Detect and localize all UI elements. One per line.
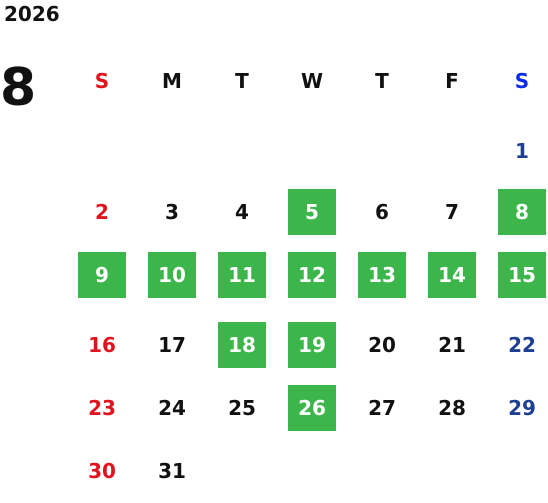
day-cell-15[interactable]: 15 (498, 252, 546, 298)
day-cell-31[interactable]: 31 (158, 459, 186, 483)
day-cell-1[interactable]: 1 (515, 139, 529, 163)
day-cell-16[interactable]: 16 (88, 333, 116, 357)
day-cell-24[interactable]: 24 (158, 396, 186, 420)
weekday-monday: M (162, 69, 182, 93)
day-cell-2[interactable]: 2 (95, 200, 109, 224)
day-cell-29[interactable]: 29 (508, 396, 536, 420)
day-cell-6[interactable]: 6 (375, 200, 389, 224)
day-cell-8[interactable]: 8 (498, 189, 546, 235)
day-cell-18[interactable]: 18 (218, 322, 266, 368)
day-cell-26[interactable]: 26 (288, 385, 336, 431)
day-cell-4[interactable]: 4 (235, 200, 249, 224)
weekday-thursday: T (375, 69, 389, 93)
day-cell-19[interactable]: 19 (288, 322, 336, 368)
weekday-wednesday: W (300, 69, 324, 93)
day-cell-25[interactable]: 25 (228, 396, 256, 420)
day-cell-22[interactable]: 22 (508, 333, 536, 357)
day-cell-3[interactable]: 3 (165, 200, 179, 224)
day-cell-9[interactable]: 9 (78, 252, 126, 298)
day-cell-28[interactable]: 28 (438, 396, 466, 420)
day-cell-11[interactable]: 11 (218, 252, 266, 298)
weekday-saturday: S (514, 69, 530, 93)
day-cell-27[interactable]: 27 (368, 396, 396, 420)
day-cell-14[interactable]: 14 (428, 252, 476, 298)
day-cell-17[interactable]: 17 (158, 333, 186, 357)
weekday-sunday: S (94, 69, 110, 93)
weekday-friday: F (445, 69, 459, 93)
day-cell-21[interactable]: 21 (438, 333, 466, 357)
day-cell-5[interactable]: 5 (288, 189, 336, 235)
day-cell-7[interactable]: 7 (445, 200, 459, 224)
weekday-tuesday: T (235, 69, 249, 93)
calendar-month: 8 (0, 58, 37, 118)
calendar-year: 2026 (4, 2, 60, 26)
day-cell-13[interactable]: 13 (358, 252, 406, 298)
day-cell-30[interactable]: 30 (88, 459, 116, 483)
day-cell-20[interactable]: 20 (368, 333, 396, 357)
day-cell-12[interactable]: 12 (288, 252, 336, 298)
day-cell-23[interactable]: 23 (88, 396, 116, 420)
day-cell-10[interactable]: 10 (148, 252, 196, 298)
